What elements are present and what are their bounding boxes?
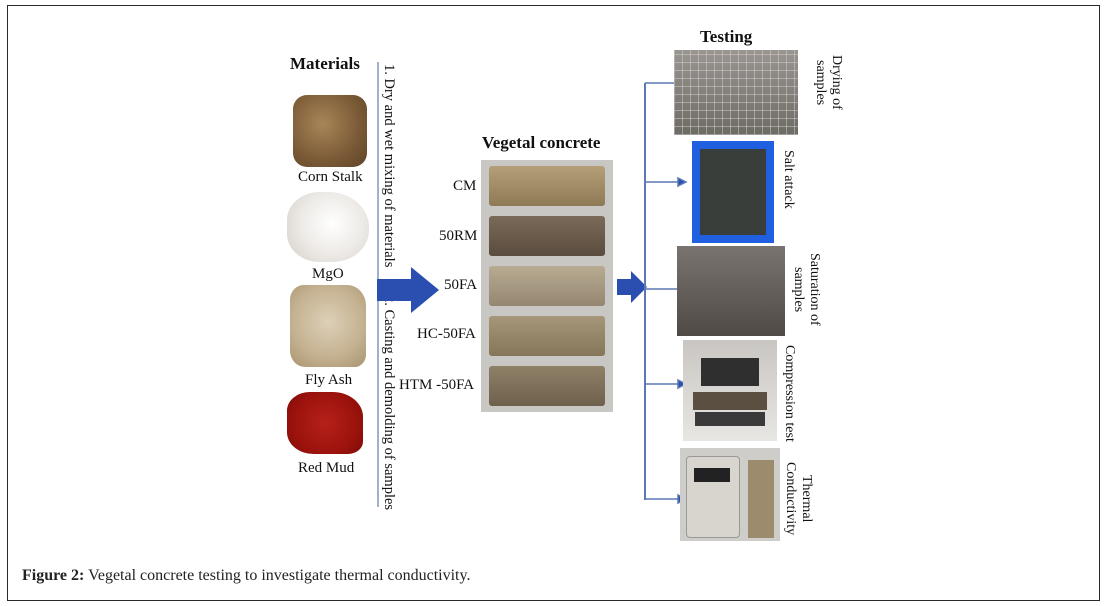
red-mud-image	[287, 392, 363, 454]
fly-ash-image	[290, 285, 366, 367]
sample-label: 50FA	[444, 277, 478, 293]
saturation-photo	[677, 246, 785, 336]
vegetal-concrete-heading: Vegetal concrete	[482, 133, 601, 152]
salt-attack-photo	[692, 141, 774, 243]
figure-caption: Figure 2: Vegetal concrete testing to in…	[22, 567, 470, 585]
test-label: Compression test	[782, 345, 797, 442]
vegetal-concrete-photo	[481, 160, 613, 412]
material-label: Red Mud	[298, 460, 355, 476]
figure-caption-text: Vegetal concrete testing to investigate …	[84, 567, 471, 584]
arrow-head-icon	[677, 176, 688, 188]
compression-test-photo	[683, 340, 777, 441]
testing-arrow-icon	[617, 271, 647, 303]
material-label: MgO	[312, 266, 344, 282]
arrow-head-icon	[677, 378, 688, 390]
sample-block-50rm	[489, 216, 605, 256]
thermal-conductivity-photo	[680, 448, 780, 541]
figure-frame	[7, 5, 1100, 601]
process-arrow-icon	[377, 267, 439, 313]
sample-block-50fa	[489, 266, 605, 306]
material-label: Fly Ash	[305, 372, 353, 388]
materials-heading: Materials	[290, 54, 360, 73]
test-label: Salt attack	[781, 150, 796, 209]
step2-label: 2. Casting and demolding of samples	[381, 295, 397, 511]
step1-label: 1. Dry and wet mixing of materials	[381, 64, 397, 268]
testing-heading: Testing	[700, 27, 753, 46]
sample-label: HC-50FA	[417, 326, 476, 342]
material-label: Corn Stalk	[298, 169, 363, 185]
corn-stalk-image	[293, 95, 367, 167]
sample-label: HTM -50FA	[399, 377, 475, 393]
drying-photo	[674, 50, 798, 135]
mgo-image	[287, 192, 369, 262]
sample-label: 50RM	[439, 228, 478, 244]
figure-label: Figure 2:	[22, 567, 85, 584]
sample-block-cm	[489, 166, 605, 206]
sample-block-hc-50fa	[489, 316, 605, 356]
sample-block-htm-50fa	[489, 366, 605, 406]
sample-label: CM	[453, 178, 477, 194]
